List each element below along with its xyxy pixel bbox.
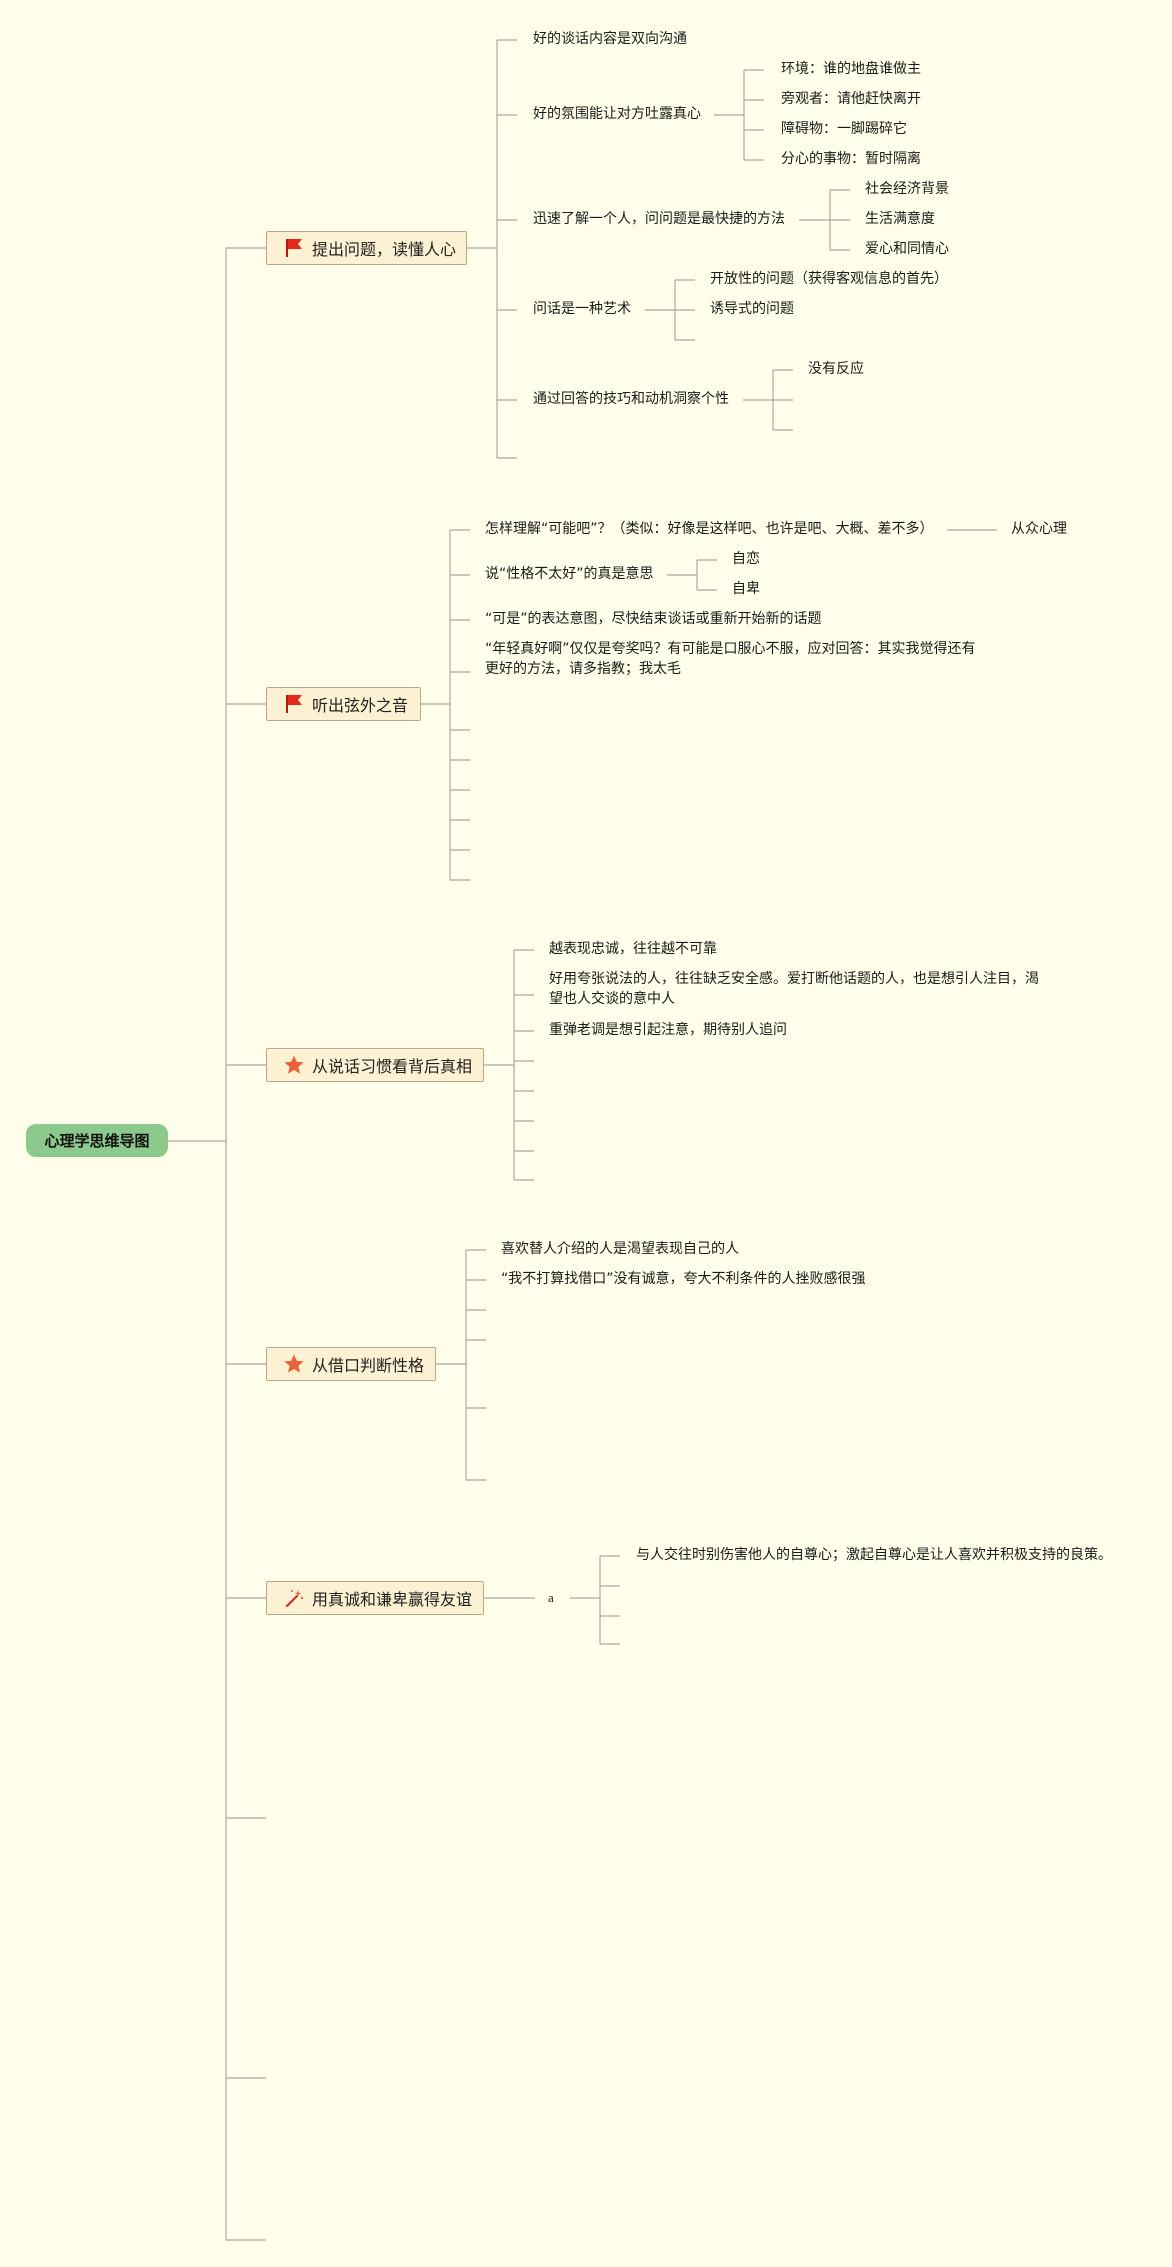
node-introducer[interactable]: 喜欢替人介绍的人是渴望表现自己的人: [501, 1241, 739, 1257]
topic-label: 用真诚和谦卑赢得友谊: [312, 1590, 473, 1609]
node-bystander[interactable]: 旁观者：请他赶快离开: [781, 91, 921, 107]
star-icon: [283, 1353, 305, 1375]
node-exaggeration[interactable]: 好用夸张说法的人，往往缺乏安全感。爱打断他话题的人，也是想引人注目，渴望也人交谈…: [549, 971, 1039, 1008]
node-compassion[interactable]: 爱心和同情心: [865, 241, 949, 257]
star-icon: [283, 1054, 305, 1076]
node-loyalty[interactable]: 越表现忠诚，往往越不可靠: [549, 941, 717, 957]
node-maybe[interactable]: 怎样理解“可能吧”？（类似：好像是这样吧、也许是吧、大概、差不多）: [485, 521, 934, 537]
node-two-way-communication[interactable]: 好的谈话内容是双向沟通: [533, 31, 687, 47]
magic-wand-icon: [283, 1587, 305, 1609]
node-life-satisfaction[interactable]: 生活满意度: [865, 211, 935, 227]
node-art-of-asking[interactable]: 问话是一种艺术: [533, 301, 631, 317]
node-leading-question[interactable]: 诱导式的问题: [710, 301, 794, 317]
node-a[interactable]: a: [548, 1590, 554, 1605]
node-obstacle[interactable]: 障碍物：一脚踢碎它: [781, 121, 907, 137]
topic-speech-habits[interactable]: 从说话习惯看背后真相: [266, 1048, 484, 1082]
flag-icon: [283, 237, 305, 259]
flag-icon: [283, 693, 305, 715]
node-distraction[interactable]: 分心的事物：暂时隔离: [781, 151, 921, 167]
node-environment[interactable]: 环境：谁的地盘谁做主: [781, 61, 921, 77]
node-self-esteem[interactable]: 与人交往时别伤害他人的自尊心；激起自尊心是让人喜欢并积极支持的良策。: [636, 1547, 1112, 1563]
topic-sincerity-humility[interactable]: 用真诚和谦卑赢得友谊: [266, 1581, 484, 1615]
topic-label: 提出问题，读懂人心: [312, 240, 457, 259]
topic-label: 从借口判断性格: [312, 1356, 425, 1375]
node-quick-understanding[interactable]: 迅速了解一个人，问问题是最快捷的方法: [533, 211, 785, 227]
topic-hidden-meaning[interactable]: 听出弦外之音: [266, 687, 421, 721]
topic-excuses[interactable]: 从借口判断性格: [266, 1347, 436, 1381]
node-no-reaction[interactable]: 没有反应: [808, 361, 864, 377]
node-but[interactable]: “可是”的表达意图，尽快结束谈话或重新开始新的话题: [485, 611, 822, 627]
node-open-question[interactable]: 开放性的问题（获得客观信息的首先）: [710, 271, 948, 287]
node-narcissism[interactable]: 自恋: [732, 551, 760, 567]
node-conformity[interactable]: 从众心理: [1011, 521, 1067, 537]
node-youth-is-good[interactable]: “年轻真好啊”仅仅是夸奖吗？有可能是口服心不服，应对回答：其实我觉得还有更好的方…: [485, 641, 976, 678]
node-atmosphere[interactable]: 好的氛围能让对方吐露真心: [533, 106, 701, 122]
node-socioeconomic[interactable]: 社会经济背景: [865, 181, 949, 197]
topic-label: 听出弦外之音: [312, 696, 409, 715]
node-old-tune[interactable]: 重弹老调是想引起注意，期待别人追问: [549, 1022, 787, 1038]
topic-ask-questions[interactable]: 提出问题，读懂人心: [266, 231, 467, 265]
node-inferiority[interactable]: 自卑: [732, 581, 760, 597]
topic-label: 从说话习惯看背后真相: [312, 1057, 473, 1076]
node-answer-insight[interactable]: 通过回答的技巧和动机洞察个性: [533, 391, 729, 407]
node-bad-personality[interactable]: 说“性格不太好”的真是意思: [485, 566, 654, 582]
node-no-excuse[interactable]: “我不打算找借口”没有诚意，夸大不利条件的人挫败感很强: [501, 1271, 866, 1287]
root-node[interactable]: 心理学思维导图: [26, 1124, 168, 1157]
